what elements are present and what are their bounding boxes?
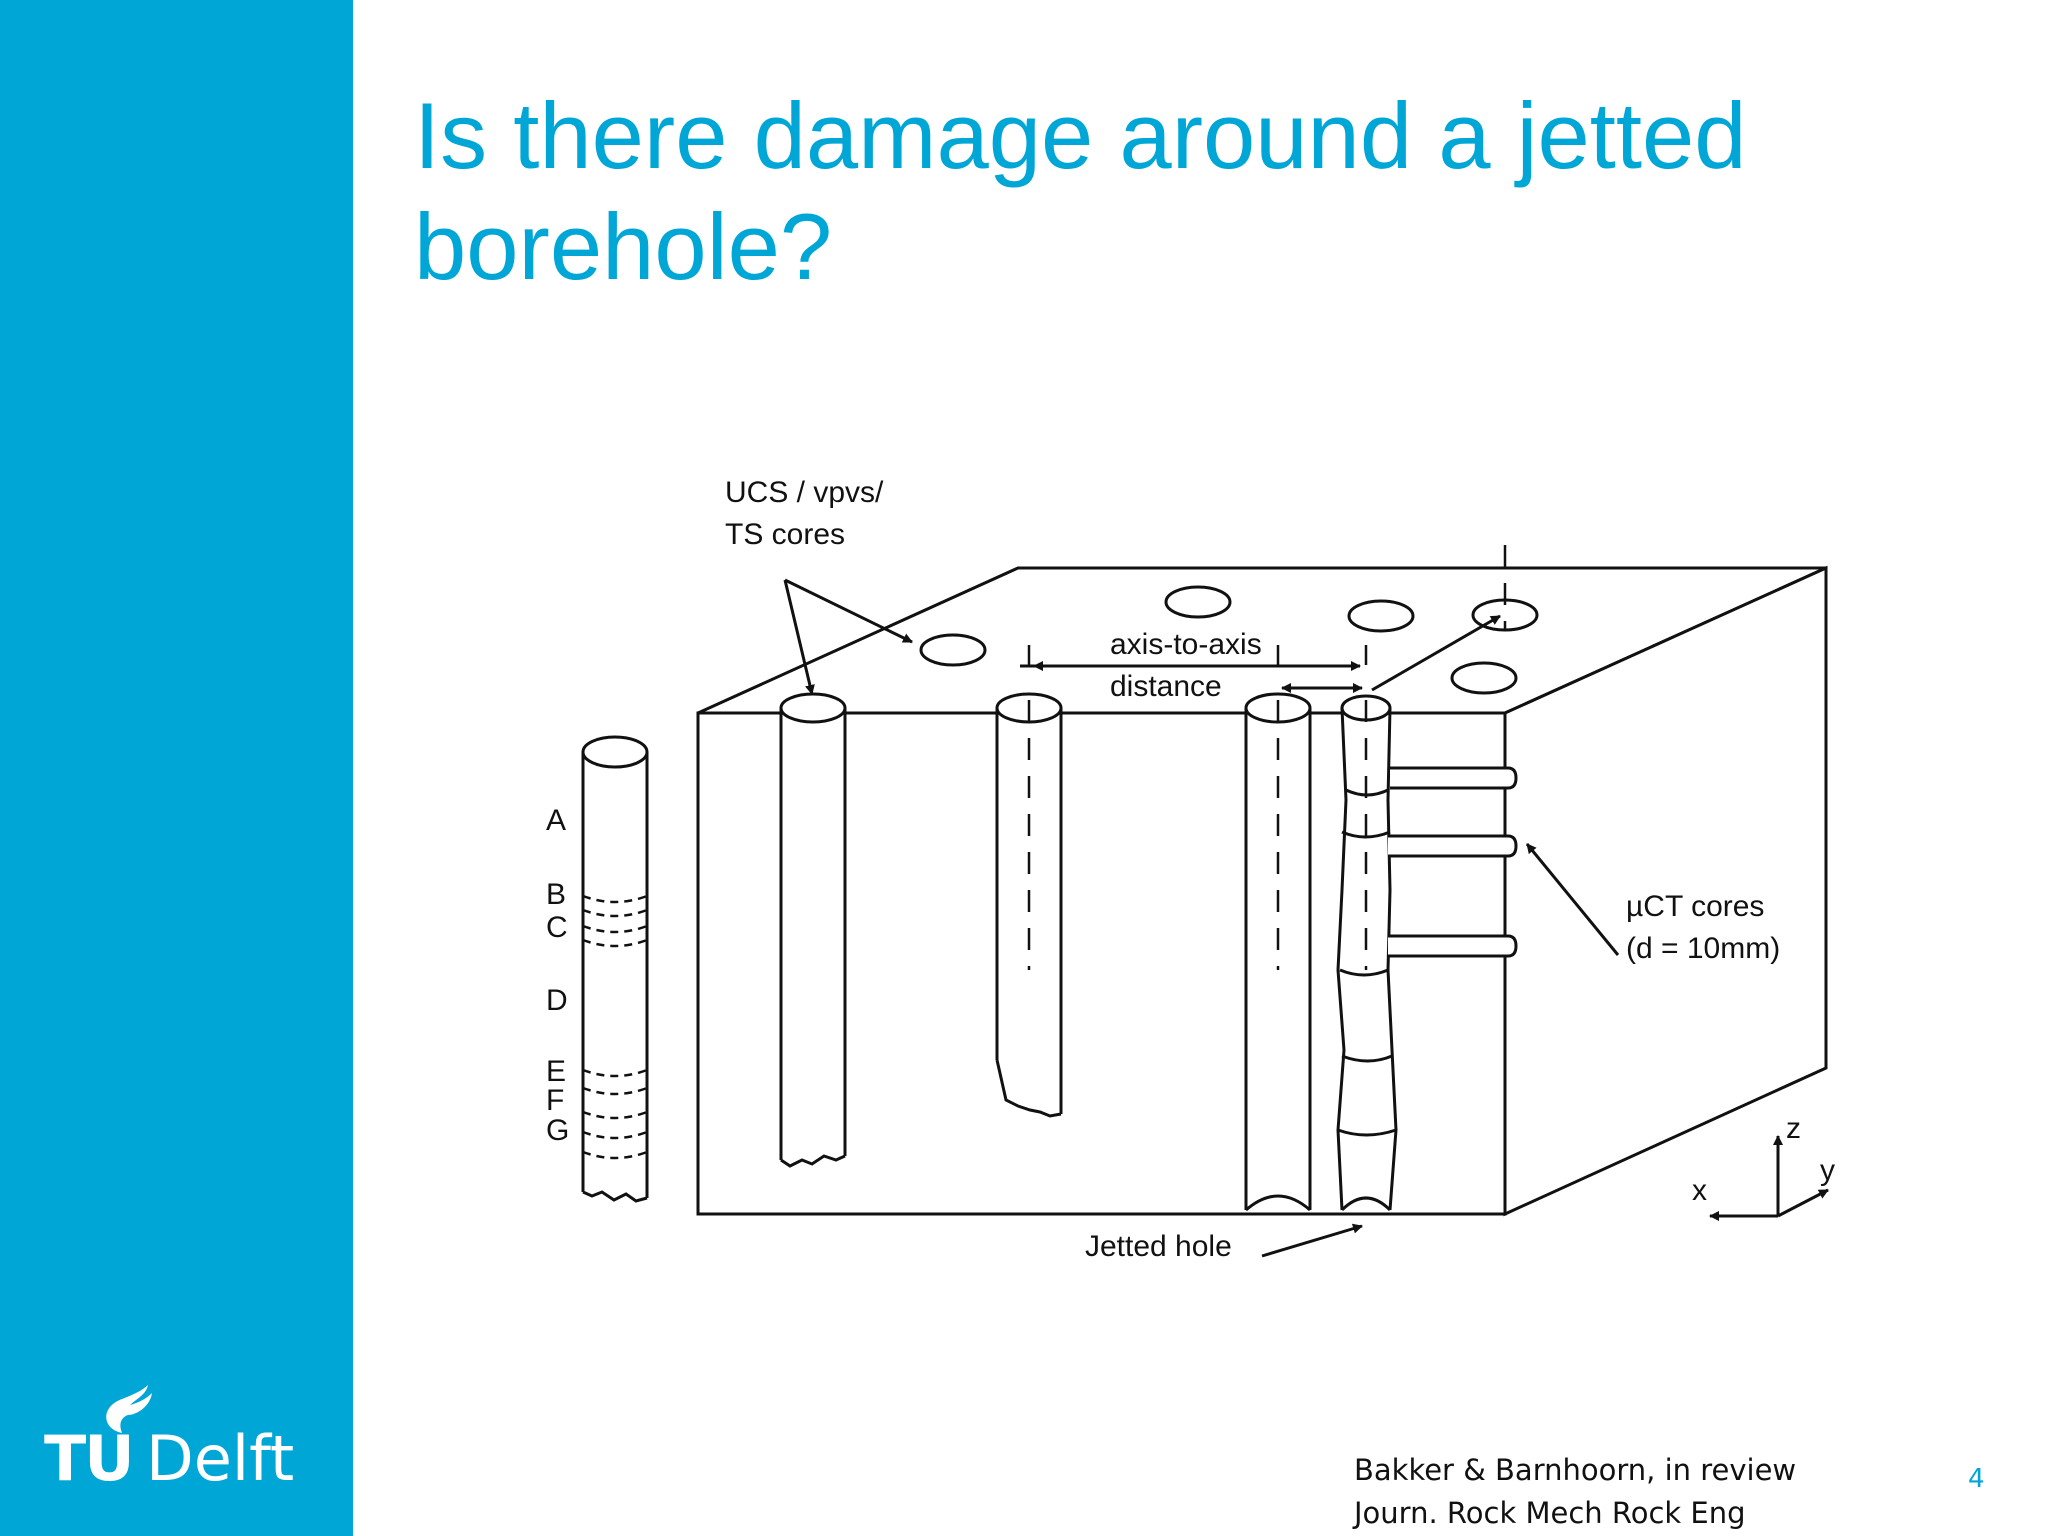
logo-text-delft: Delft <box>146 1422 295 1495</box>
cores-arrow <box>784 578 913 644</box>
section-cut-g <box>582 1130 648 1140</box>
slide-title-line1: Is there damage around a jetted <box>414 83 1747 188</box>
ucs-core-top <box>779 692 847 724</box>
top-hole <box>1347 599 1415 633</box>
z-axis-label: z <box>1786 1112 1801 1145</box>
section-cut-g <box>582 1150 648 1160</box>
muct-slice <box>1339 968 1389 977</box>
top-hole <box>1450 661 1518 695</box>
core-section-label: A <box>546 804 566 837</box>
muct-slice <box>1345 788 1389 797</box>
label-muct-line1: µCT cores <box>1626 890 1764 923</box>
label-muct-line2: (d = 10mm) <box>1626 932 1780 965</box>
muct-slice <box>1341 1054 1393 1063</box>
reference-citation: Bakker & Barnhoorn, in review Journ. Roc… <box>1354 1449 1796 1535</box>
jetted-hole-bottom <box>1245 1194 1311 1212</box>
page-number: 4 <box>1968 1464 1985 1494</box>
label-axis-line1: axis-to-axis <box>1110 628 1262 661</box>
muct-arrow <box>1525 843 1620 956</box>
y-axis <box>1777 1188 1829 1218</box>
x-axis-label: x <box>1692 1174 1707 1207</box>
y-axis-label: y <box>1820 1154 1835 1187</box>
block-side-face <box>1503 565 1828 1217</box>
core-section-label: B <box>546 878 566 911</box>
borehole-diagram-svg: UCS / vpvs/ TS cores axis-to-axis distan… <box>546 476 1835 1263</box>
ucs-core-bottom <box>780 1154 846 1168</box>
core-sample-top <box>581 735 649 769</box>
slide-title: Is there damage around a jetted borehole… <box>414 80 1974 302</box>
core-section-label: F <box>546 1084 564 1117</box>
flame-icon <box>106 1385 152 1433</box>
section-cut-e <box>582 1068 648 1078</box>
muct-slice <box>1337 1128 1397 1137</box>
core-section-label: C <box>546 911 568 944</box>
section-cut-e <box>582 1086 648 1096</box>
top-hole <box>1164 585 1232 619</box>
ucs-core-bottom <box>995 1059 1062 1118</box>
label-jetted-hole: Jetted hole <box>1085 1230 1232 1263</box>
block-front-face <box>696 711 1507 1216</box>
muct-slice-bottom <box>1340 1196 1392 1212</box>
top-hole <box>919 633 987 667</box>
hole-pointer-arrow <box>1371 614 1501 692</box>
muct-core <box>1388 766 1518 958</box>
section-cut-b <box>582 894 648 904</box>
muct-slice <box>1341 830 1391 839</box>
section-cut-c <box>582 938 648 948</box>
core-section-label: E <box>546 1055 566 1088</box>
sidebar: TU Delft <box>0 0 353 1536</box>
section-cut-b <box>582 908 648 918</box>
section-cut-c <box>582 924 648 934</box>
core-section-label: D <box>546 984 568 1017</box>
section-cut-f <box>582 1110 648 1120</box>
slide-title-line2: borehole? <box>414 194 833 299</box>
reference-line1: Bakker & Barnhoorn, in review <box>1354 1453 1797 1487</box>
label-axis-line2: distance <box>1110 670 1222 703</box>
core-sample-bottom <box>582 1190 648 1203</box>
tudelft-logo: TU Delft <box>44 1385 314 1495</box>
cores-arrow <box>783 579 815 695</box>
jetted-arrow <box>1261 1223 1363 1258</box>
reference-line2: Journ. Rock Mech Rock Eng <box>1354 1496 1746 1530</box>
label-cores-line1: UCS / vpvs/ <box>725 476 884 509</box>
core-section-label: G <box>546 1114 569 1147</box>
label-cores-line2: TS cores <box>725 518 845 551</box>
logo-text-tu: TU <box>44 1422 135 1495</box>
borehole-diagram: UCS / vpvs/ TS cores axis-to-axis distan… <box>520 470 1860 1290</box>
